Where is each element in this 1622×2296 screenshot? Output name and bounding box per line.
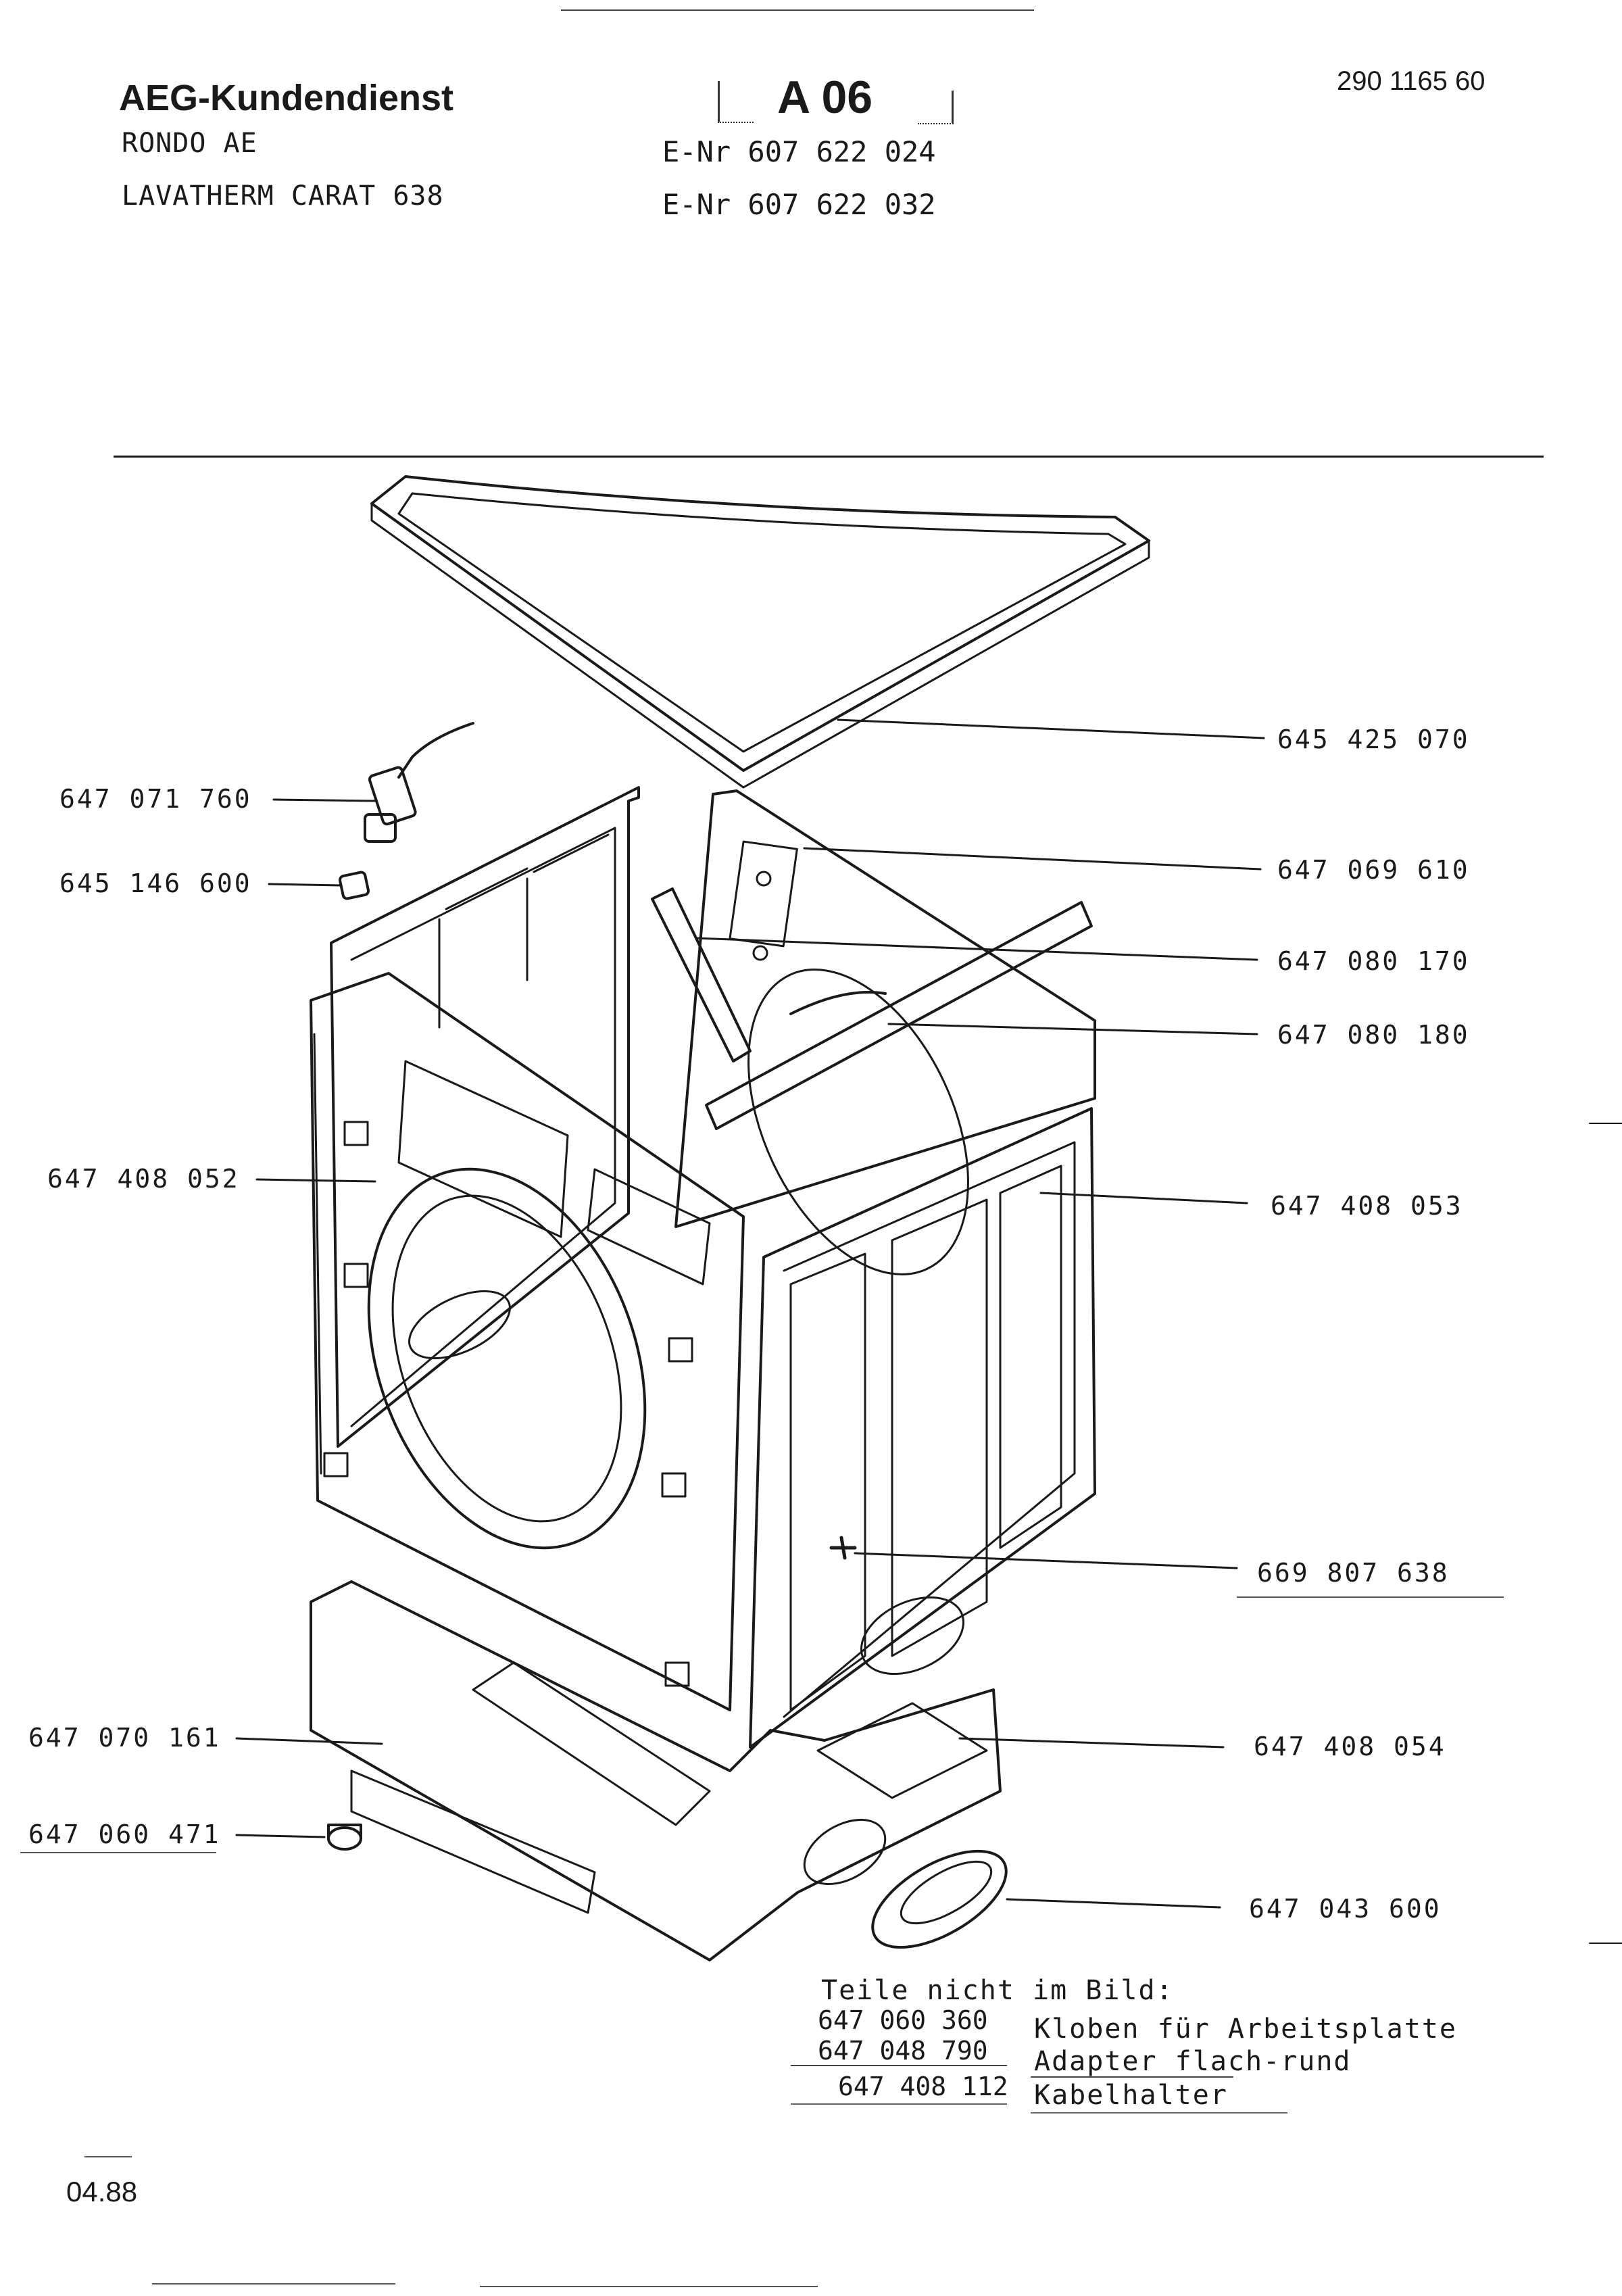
not-shown-number-2: 647 048 790 bbox=[818, 2036, 988, 2066]
not-shown-underline-3b bbox=[1031, 2112, 1287, 2114]
enr-number-1: E-Nr 607 622 024 bbox=[662, 135, 936, 168]
not-shown-desc-3: Kabelhalter bbox=[1034, 2080, 1228, 2111]
part-label-foot: 647 060 471 bbox=[28, 1819, 221, 1849]
header-separator bbox=[114, 456, 1544, 458]
foot-drawing bbox=[327, 1824, 362, 1851]
duct-ring-drawing bbox=[803, 1819, 1008, 1949]
sheet-code-bracket-right bbox=[918, 91, 954, 124]
enr-number-2: E-Nr 607 622 032 bbox=[662, 188, 936, 221]
bottom-scan-line-2 bbox=[480, 2286, 818, 2287]
not-shown-number-1: 647 060 360 bbox=[818, 2005, 988, 2035]
part-label-small-clip: 645 146 600 bbox=[59, 869, 252, 898]
right-side-panel-drawing bbox=[749, 1107, 1096, 1749]
part-label-front-panel: 647 408 052 bbox=[47, 1164, 240, 1194]
front-panel-drawing bbox=[310, 972, 745, 1711]
model-line-1: RONDO AE bbox=[122, 128, 257, 159]
not-shown-number-3: 647 408 112 bbox=[838, 2072, 1008, 2101]
part-label-duct-ring: 647 043 600 bbox=[1249, 1894, 1442, 1924]
foot-label-underline bbox=[20, 1852, 216, 1853]
sheet-code-bracket-left bbox=[718, 81, 754, 123]
not-shown-desc-2: Adapter flach-rund bbox=[1034, 2046, 1352, 2077]
top-panel-drawing bbox=[370, 475, 1150, 789]
part-label-base-left: 647 070 161 bbox=[28, 1723, 221, 1753]
part-label-base-right: 647 408 054 bbox=[1254, 1732, 1446, 1761]
strut-1-drawing bbox=[651, 887, 752, 1062]
not-shown-underline-3 bbox=[791, 2103, 1007, 2105]
not-shown-desc-1: Kloben für Arbeitsplatte bbox=[1034, 2013, 1457, 2045]
document-number: 290 1165 60 bbox=[1337, 66, 1485, 96]
rear-panel-drawing bbox=[674, 789, 1096, 1228]
lamp-holder-drawing bbox=[364, 722, 474, 843]
not-shown-heading: Teile nicht im Bild: bbox=[821, 1975, 1174, 2006]
screw-label-underline bbox=[1237, 1596, 1504, 1598]
top-scan-line bbox=[561, 9, 1034, 11]
not-shown-underline-2 bbox=[791, 2065, 1007, 2066]
screw-drawing bbox=[829, 1536, 857, 1560]
footer-mark bbox=[84, 2156, 132, 2157]
not-shown-underline-2b bbox=[1031, 2076, 1233, 2078]
base-drawing bbox=[310, 1580, 1002, 1961]
small-clip-drawing bbox=[338, 871, 370, 900]
part-label-strut-1: 647 080 170 bbox=[1277, 946, 1470, 976]
footer-date: 04.88 bbox=[66, 2176, 138, 2207]
leader-lines bbox=[235, 718, 1265, 1909]
left-side-panel-drawing bbox=[330, 786, 640, 1448]
part-label-top-panel: 645 425 070 bbox=[1277, 725, 1470, 754]
part-label-screw: 669 807 638 bbox=[1257, 1558, 1450, 1588]
model-line-2: LAVATHERM CARAT 638 bbox=[122, 180, 444, 212]
part-label-strut-2: 647 080 180 bbox=[1277, 1020, 1470, 1050]
part-label-lamp-holder: 647 071 760 bbox=[59, 784, 252, 814]
brand-title: AEG-Kundendienst bbox=[119, 78, 453, 118]
bottom-scan-line-1 bbox=[152, 2283, 395, 2285]
drum-drawing bbox=[747, 969, 969, 1275]
part-label-rear-panel: 647 069 610 bbox=[1277, 855, 1470, 885]
part-label-side-panel: 647 408 053 bbox=[1271, 1191, 1463, 1221]
sheet-code: A 06 bbox=[777, 72, 873, 123]
strut-2-drawing bbox=[705, 901, 1093, 1130]
